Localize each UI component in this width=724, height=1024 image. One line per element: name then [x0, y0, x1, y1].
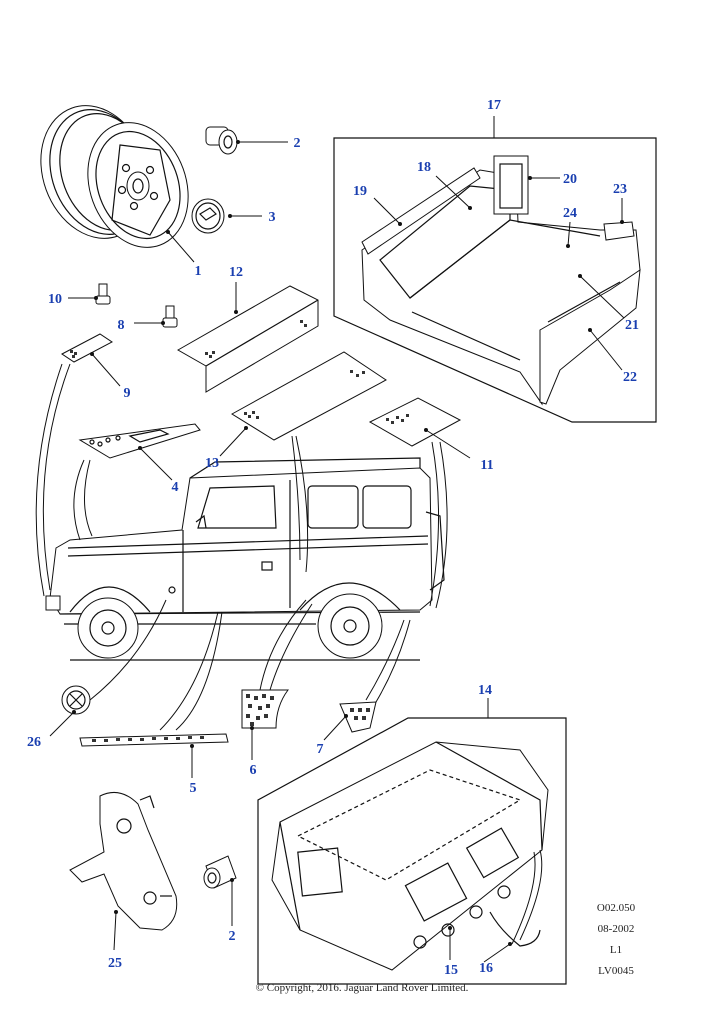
decal-9-illustration [61, 333, 121, 387]
wheel-nut-2-illustration [203, 855, 237, 926]
decal-13-illustration [219, 351, 387, 457]
decal-6-illustration [241, 689, 289, 760]
callout-18: 18 [417, 160, 431, 175]
drawing-level: L1 [609, 944, 623, 956]
callout-9: 9 [123, 386, 131, 401]
callout-2-lower: 2 [228, 929, 236, 944]
callout-20: 20 [563, 172, 577, 187]
callout-1: 1 [194, 264, 202, 279]
callout-11: 11 [480, 458, 494, 473]
drawing-code: O02.050 [596, 902, 636, 914]
callout-24: 24 [563, 206, 577, 221]
callout-8: 8 [117, 318, 125, 333]
callout-16: 16 [479, 961, 493, 976]
stud-8-illustration [134, 305, 178, 328]
box-14 [257, 698, 567, 985]
callout-25: 25 [108, 956, 122, 971]
copyright-notice: © Copyright, 2016. Jaguar Land Rover Lim… [255, 982, 469, 994]
vehicle-illustration [45, 457, 445, 661]
wheel-nut-illustration [205, 126, 288, 155]
drawing-meta: O02.050 08-2002 L1 LV0045 [588, 898, 644, 982]
callout-21: 21 [625, 318, 639, 333]
box-17 [333, 116, 657, 423]
brace-25-illustration [69, 791, 178, 951]
badge-26-illustration [49, 685, 91, 737]
center-cap-illustration [191, 198, 262, 234]
callout-2: 2 [293, 136, 301, 151]
decal-11-illustration [368, 397, 471, 459]
callout-7: 7 [316, 742, 324, 757]
callout-17: 17 [487, 98, 501, 113]
callout-4: 4 [171, 480, 179, 495]
stripe-5-illustration [79, 733, 229, 778]
stud-10-illustration [68, 283, 111, 305]
vehicle-leader-lines [35, 363, 448, 731]
callout-23: 23 [613, 182, 627, 197]
callout-22: 22 [623, 370, 637, 385]
callout-19: 19 [353, 184, 367, 199]
callout-3: 3 [268, 210, 276, 225]
callout-14: 14 [478, 683, 492, 698]
decal-7-illustration [323, 701, 377, 741]
callout-5: 5 [189, 781, 197, 796]
callout-26: 26 [27, 735, 41, 750]
callout-12: 12 [229, 265, 243, 280]
callout-10: 10 [48, 292, 62, 307]
drawing-ref: LV0045 [598, 965, 634, 977]
callout-15: 15 [444, 963, 458, 978]
decal-12-illustration [176, 282, 319, 393]
wheel-illustration [40, 105, 195, 263]
decal-4-illustration [78, 423, 201, 481]
drawing-date: 08-2002 [597, 923, 635, 935]
callout-6: 6 [249, 763, 257, 778]
callout-13: 13 [205, 456, 219, 471]
